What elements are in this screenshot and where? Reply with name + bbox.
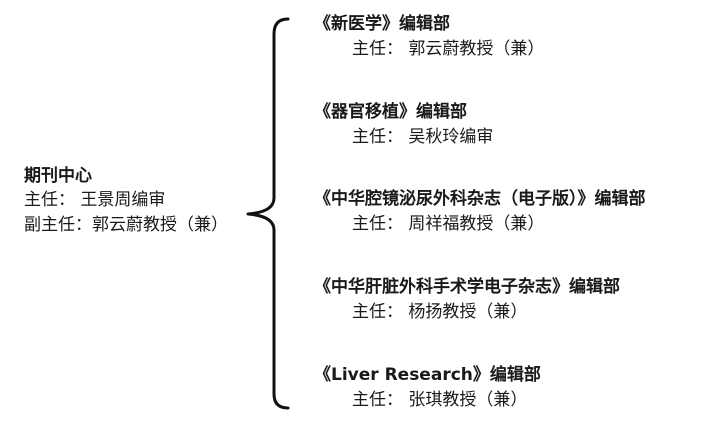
dept-head: 主任： 张琪教授（兼） [352,390,528,410]
dept-hepatic-surgery: 《中华肝脏外科手术学电子杂志》编辑部 主任： 杨扬教授（兼） [314,275,714,325]
dept-head: 主任： 吴秋玲编审 [352,127,494,147]
dept-organ-transplantation: 《器官移植》编辑部 主任： 吴秋玲编审 [314,100,714,150]
journal-center-title: 期刊中心 [24,166,92,186]
brace-shape [246,17,290,410]
dept-endourology: 《中华腔镜泌尿外科杂志（电子版）》编辑部 主任： 周祥福教授（兼） [314,187,714,237]
journal-center-node: 期刊中心 主任： 王景周编审 副主任：郭云蔚教授（兼） [24,164,254,238]
dept-head: 主任： 杨扬教授（兼） [352,302,528,322]
dept-new-medicine: 《新医学》编辑部 主任： 郭云蔚教授（兼） [314,12,714,62]
dept-title: 《中华腔镜泌尿外科杂志（电子版）》编辑部 [314,189,646,209]
center-director: 主任： 王景周编审 [24,190,166,210]
dept-head: 主任： 郭云蔚教授（兼） [352,39,545,59]
dept-head: 主任： 周祥福教授（兼） [352,214,545,234]
org-brace-connector [246,17,290,410]
dept-title: 《中华肝脏外科手术学电子杂志》编辑部 [314,277,620,297]
center-deputy-director: 副主任：郭云蔚教授（兼） [24,215,228,235]
dept-title: 《新医学》编辑部 [314,14,450,34]
dept-title: 《器官移植》编辑部 [314,102,467,122]
dept-liver-research: 《Liver Research》编辑部 主任： 张琪教授（兼） [314,363,714,413]
dept-title: 《Liver Research》编辑部 [314,365,541,385]
